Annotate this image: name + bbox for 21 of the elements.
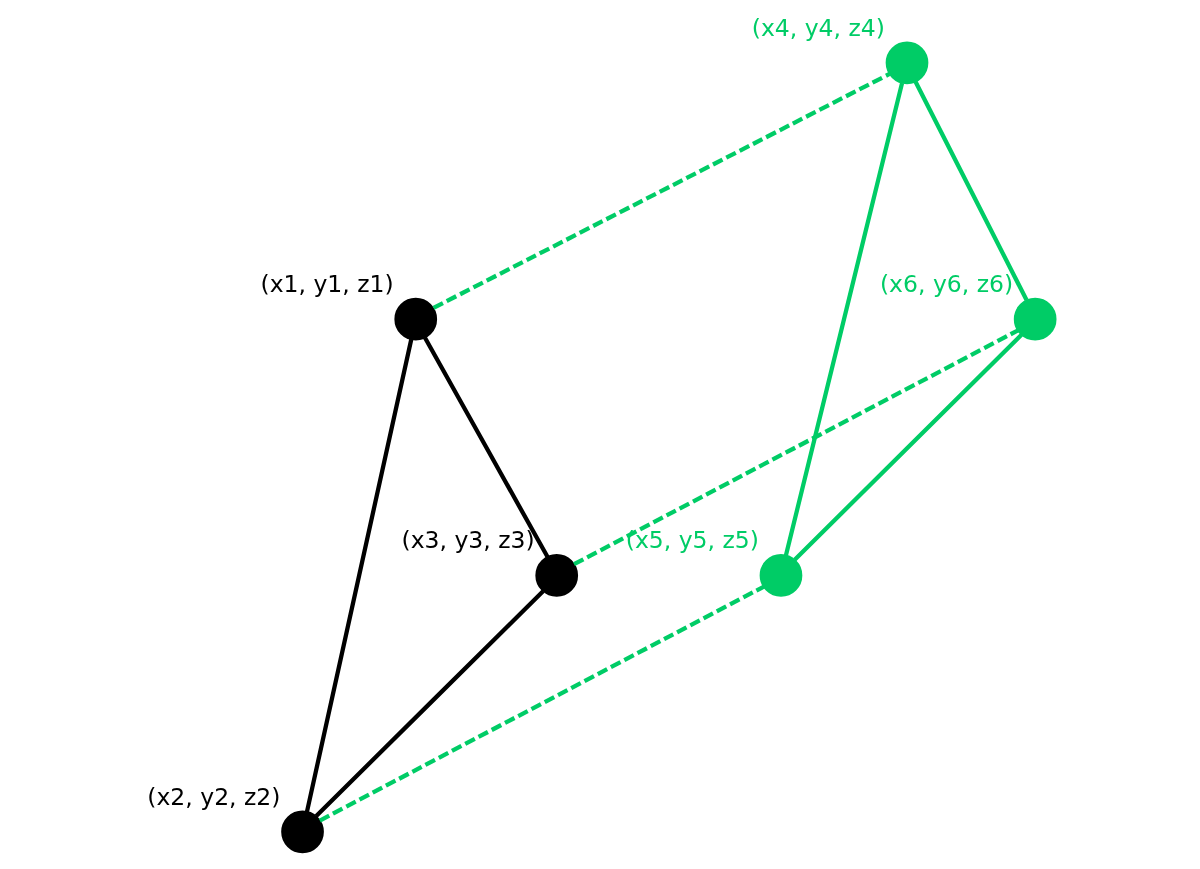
node-label: (x1, y1, z1) xyxy=(260,270,394,299)
connector xyxy=(304,338,413,813)
connector xyxy=(572,328,1019,567)
connector xyxy=(422,336,549,559)
connector xyxy=(783,82,904,557)
node-label: (x5, y5, z5) xyxy=(625,526,759,555)
connector xyxy=(314,589,545,818)
node-circle xyxy=(885,41,928,85)
node-circle xyxy=(280,810,324,854)
connector xyxy=(318,584,765,823)
connector xyxy=(432,72,890,310)
node-label: (x2, y2, z2) xyxy=(146,782,280,811)
connector xyxy=(792,333,1023,562)
node-circle xyxy=(1013,297,1057,341)
connector xyxy=(913,80,1028,302)
node-circle xyxy=(759,554,802,597)
node-label: (x6, y6, z6) xyxy=(879,270,1013,299)
node-circle xyxy=(534,554,578,597)
node-label: (x3, y3, z3) xyxy=(401,526,535,555)
node-label: (x4, y4, z4) xyxy=(751,13,885,42)
node-circle xyxy=(393,297,437,341)
